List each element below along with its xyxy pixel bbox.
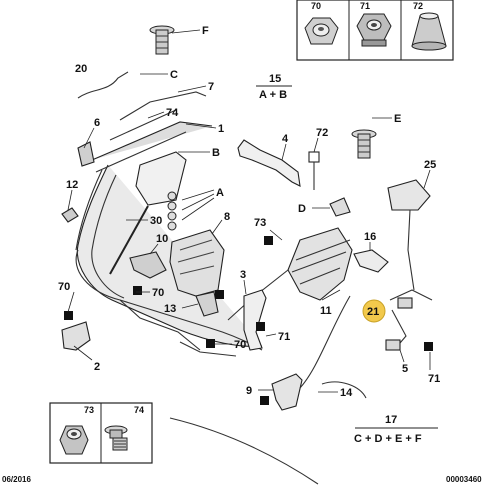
leader-lines bbox=[67, 29, 431, 393]
callout-71-center: 71 bbox=[278, 331, 290, 343]
callout-13: 13 bbox=[164, 303, 176, 315]
callout-71-right: 71 bbox=[428, 373, 440, 385]
callout-16: 16 bbox=[364, 231, 376, 243]
group-17-formula: C + D + E + F bbox=[354, 433, 422, 445]
callout-21-highlight bbox=[362, 299, 386, 323]
inset-bottom: 73 74 bbox=[49, 402, 153, 464]
inset-label-74: 74 bbox=[134, 405, 144, 415]
callout-5: 5 bbox=[402, 363, 408, 375]
callout-70-mid: 70 bbox=[152, 287, 164, 299]
inset-label-71: 71 bbox=[360, 1, 370, 11]
callout-30: 30 bbox=[150, 215, 162, 227]
callout-d: D bbox=[298, 203, 306, 215]
rubber-stop-72-icon bbox=[411, 12, 447, 51]
callout-21: 21 bbox=[367, 306, 379, 318]
callout-25: 25 bbox=[424, 159, 436, 171]
callout-12: 12 bbox=[66, 179, 78, 191]
bolt-f-icon bbox=[149, 25, 175, 55]
bolt-74-icon bbox=[104, 425, 128, 451]
bolt-e-icon bbox=[351, 129, 377, 159]
callout-7: 7 bbox=[208, 81, 214, 93]
nut-71-icon bbox=[356, 13, 392, 47]
callout-6: 6 bbox=[94, 117, 100, 129]
callout-10: 10 bbox=[156, 233, 168, 245]
group-17: 17 C + D + E + F bbox=[354, 414, 438, 445]
nut-70-icon bbox=[304, 17, 339, 45]
group-17-number: 17 bbox=[385, 414, 397, 426]
callout-74: 74 bbox=[166, 107, 179, 119]
washers-a-icon bbox=[167, 191, 177, 231]
figure-date: 06/2016 bbox=[2, 475, 31, 484]
inset-label-70: 70 bbox=[311, 1, 321, 11]
callout-8: 8 bbox=[224, 211, 230, 223]
fastener-markers bbox=[64, 236, 433, 405]
callout-70-left: 70 bbox=[58, 281, 70, 293]
callout-c: C bbox=[170, 69, 178, 81]
nut-73-icon bbox=[59, 425, 89, 455]
inset-label-73: 73 bbox=[84, 405, 94, 415]
callout-73: 73 bbox=[254, 217, 266, 229]
group-15: 15 A + B bbox=[256, 73, 292, 101]
figure-code: 00003460 bbox=[446, 475, 482, 484]
callout-2: 2 bbox=[94, 361, 100, 373]
callout-3: 3 bbox=[240, 269, 246, 281]
callout-e: E bbox=[394, 113, 401, 125]
callout-1: 1 bbox=[218, 123, 224, 135]
callout-4: 4 bbox=[282, 133, 289, 145]
group-15-formula: A + B bbox=[259, 89, 287, 101]
main-assembly bbox=[61, 71, 433, 485]
callout-70-bottom: 70 bbox=[234, 339, 246, 351]
callout-labels: F 20 C 7 74 6 1 B 4 72 E 25 12 A D 30 8 … bbox=[58, 25, 440, 399]
callout-a: A bbox=[216, 187, 224, 199]
inset-top: 70 71 72 bbox=[296, 0, 454, 61]
callout-20: 20 bbox=[75, 63, 87, 75]
callout-11: 11 bbox=[320, 305, 332, 317]
inset-label-72: 72 bbox=[413, 1, 423, 11]
callout-9: 9 bbox=[246, 385, 252, 397]
callout-14: 14 bbox=[340, 387, 353, 399]
group-15-number: 15 bbox=[269, 73, 281, 85]
callout-f: F bbox=[202, 25, 209, 37]
callout-b: B bbox=[212, 147, 220, 159]
callout-72: 72 bbox=[316, 127, 328, 139]
